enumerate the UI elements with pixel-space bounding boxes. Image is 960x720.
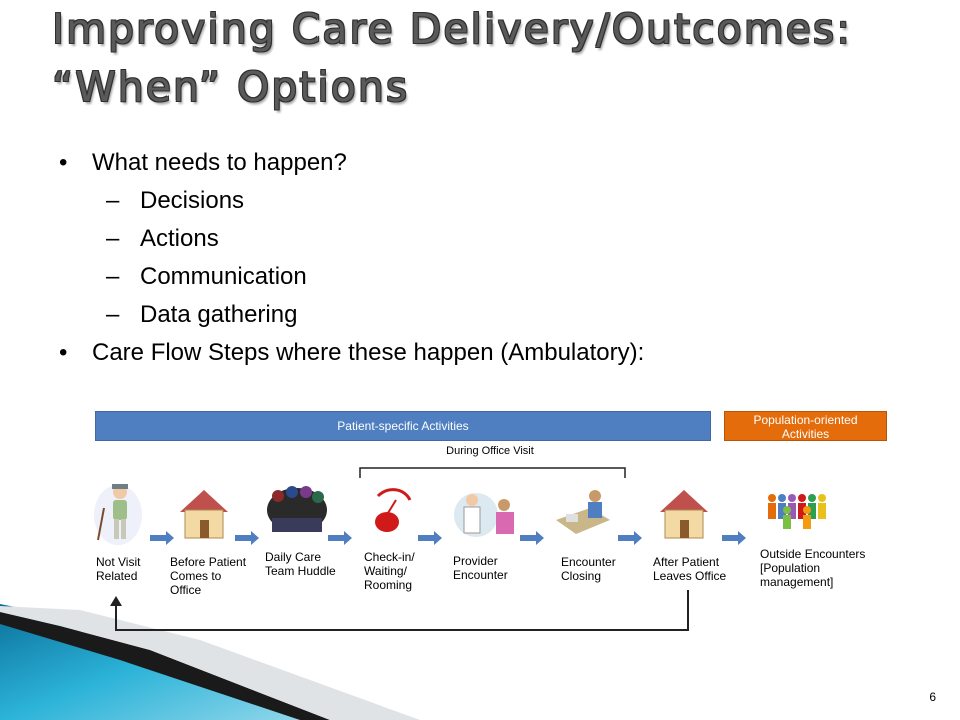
step-label-daily-huddle: Daily Care Team Huddle: [265, 550, 336, 578]
during-office-visit-label: During Office Visit: [446, 445, 534, 457]
step-label-line: Not Visit: [96, 555, 141, 569]
sub-bullet-text: Actions: [140, 225, 219, 252]
title-line-1: Improving Care Delivery/Outcomes:: [52, 5, 853, 53]
step-label-line: [Population: [760, 561, 821, 575]
population-bar-line2: Activities: [781, 427, 830, 441]
dash-glyph: –: [106, 225, 120, 252]
bullet-text: What needs to happen?: [92, 149, 347, 176]
title-line-2: “When” Options: [52, 63, 410, 111]
house-icon: [180, 490, 228, 539]
doctor-patient-icon: [454, 493, 514, 537]
sub-bullet-text: Communication: [140, 263, 307, 290]
step-label-line: Leaves Office: [653, 569, 727, 583]
page-number: 6: [929, 690, 936, 704]
step-label-line: Office: [170, 583, 202, 597]
step-label-line: Daily Care: [265, 550, 322, 564]
step-label-line: Check-in/: [364, 550, 415, 564]
step-label-line: Comes to: [170, 569, 222, 583]
stethoscope-icon: [375, 488, 412, 532]
step-label-line: Team Huddle: [265, 564, 336, 578]
slide-title: Improving Care Delivery/Outcomes: “When”…: [52, 0, 932, 116]
house-icon: [660, 490, 708, 539]
population-bar-line1: Population-oriented: [753, 413, 858, 427]
dash-glyph: –: [106, 301, 120, 328]
elderly-person-icon: [94, 484, 142, 545]
step-label-line: Waiting/: [364, 564, 407, 578]
step-label-line: Rooming: [364, 578, 413, 592]
bullet-glyph: •: [59, 149, 68, 176]
desk-icon: [556, 490, 610, 534]
step-label-line: Outside Encounters: [760, 547, 866, 561]
step-label-line: Related: [96, 569, 138, 583]
bullet-glyph: •: [59, 339, 68, 366]
step-label-line: Encounter: [561, 555, 616, 569]
right-arrow-icon: [418, 531, 442, 545]
step-label-outside-encounters: Outside Encounters [Population managemen…: [760, 547, 865, 589]
patient-specific-bar: Patient-specific Activities: [95, 411, 711, 441]
up-arrow-icon: [110, 596, 122, 606]
population-icon: [768, 494, 826, 529]
right-arrow-icon: [618, 531, 642, 545]
step-label-check-in: Check-in/ Waiting/ Rooming: [364, 550, 415, 592]
team-huddle-icon: [267, 486, 327, 532]
step-label-not-visit: Not Visit Related: [96, 555, 140, 583]
dash-glyph: –: [106, 263, 120, 290]
flow-arrows: [150, 531, 746, 545]
step-label-line: Encounter: [453, 568, 508, 582]
black-swoosh: [0, 612, 330, 720]
grey-swoosh: [0, 606, 420, 720]
sub-bullet-text: Decisions: [140, 187, 245, 214]
right-arrow-icon: [235, 531, 259, 545]
step-label-line: Closing: [561, 569, 602, 583]
office-visit-bracket: [359, 467, 626, 478]
step-label-encounter-closing: Encounter Closing: [561, 555, 616, 583]
step-label-after-patient: After Patient Leaves Office: [653, 555, 726, 583]
step-label-line: Provider: [453, 554, 498, 568]
step-label-line: Before Patient: [170, 555, 247, 569]
sub-bullet-text: Data gathering: [140, 301, 298, 328]
right-arrow-icon: [520, 531, 544, 545]
step-label-before-patient: Before Patient Comes to Office: [170, 555, 246, 597]
population-oriented-bar: Population-oriented Activities: [724, 411, 887, 441]
step-label-line: After Patient: [653, 555, 720, 569]
return-loop-line: [115, 590, 689, 631]
right-arrow-icon: [150, 531, 174, 545]
bullet-text: Care Flow Steps where these happen (Ambu…: [92, 339, 645, 366]
right-arrow-icon: [722, 531, 746, 545]
step-label-provider-encounter: Provider Encounter: [453, 554, 508, 582]
step-label-line: management]: [760, 575, 834, 589]
right-arrow-icon: [328, 531, 352, 545]
dash-glyph: –: [106, 187, 120, 214]
